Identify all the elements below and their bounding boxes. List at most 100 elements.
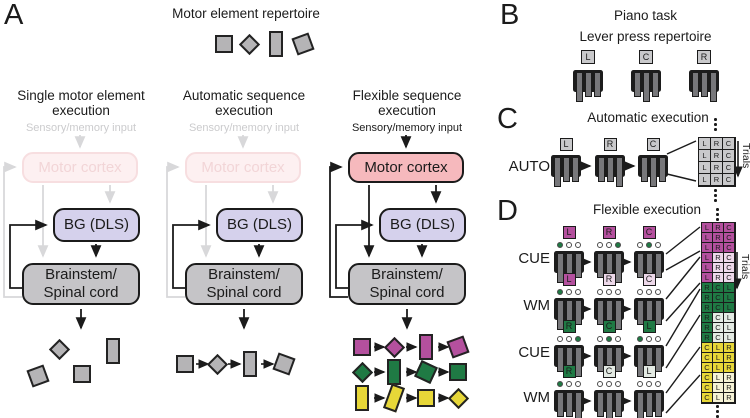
cue-light-off xyxy=(606,242,612,248)
trial-grid-cell: R xyxy=(702,303,713,313)
lever-key-pressed xyxy=(606,392,613,418)
lever-key xyxy=(634,72,641,97)
ellipsis-dot xyxy=(714,128,717,131)
cue-light-on xyxy=(637,336,643,342)
bg-dls-box: BG (DLS) xyxy=(53,208,140,242)
title-line: Automatic sequence xyxy=(182,88,306,103)
trial-grid-cell: R xyxy=(702,293,713,303)
panel-b-label: B xyxy=(500,0,520,31)
motor-cortex-box: Motor cortex xyxy=(185,152,301,183)
trial-grid-cell: C xyxy=(713,333,724,343)
trial-grid-cell: L xyxy=(699,138,711,150)
lever-key xyxy=(652,72,659,97)
lever-key-pressed xyxy=(650,157,657,187)
trial-grid-cell: C xyxy=(724,233,735,243)
sensory-input-label: Sensory/memory input xyxy=(188,122,300,134)
lever-label-box: R xyxy=(602,273,616,286)
cue-light-on xyxy=(615,242,621,248)
trial-grid-cell: L xyxy=(702,223,713,233)
cue-light-off xyxy=(566,336,572,342)
trial-grid-cell: R xyxy=(713,273,724,283)
connector-line xyxy=(666,173,697,182)
lever-key xyxy=(566,392,573,417)
trial-grid-cell: C xyxy=(713,313,724,323)
connector-line xyxy=(665,374,701,414)
motor-element-square xyxy=(449,363,467,381)
connector-line xyxy=(665,314,701,369)
cue-light-off xyxy=(655,289,661,295)
trial-grid-cell: L xyxy=(713,393,724,403)
lever-key-pressed xyxy=(575,347,582,377)
ellipsis-dot xyxy=(716,208,719,211)
wm-row-label: WM xyxy=(523,297,550,314)
cue-light-on xyxy=(557,381,563,387)
trial-grid-cell: C xyxy=(723,162,735,174)
motor-cortex-box: Motor cortex xyxy=(348,152,464,183)
lever-key xyxy=(607,157,614,182)
trial-grid-cell: L xyxy=(713,353,724,363)
motor-cortex-box: Motor cortex xyxy=(22,152,138,183)
title-line: execution xyxy=(215,103,273,118)
lever-press-icon xyxy=(551,155,581,187)
cue-light-off xyxy=(646,289,652,295)
lever-press-icon xyxy=(573,70,603,102)
trial-grid-cell: C xyxy=(724,273,735,283)
trial-grid-cell: C xyxy=(702,373,713,383)
lever-key xyxy=(594,72,601,97)
cue-light-off xyxy=(597,242,603,248)
trial-grid-cell: R xyxy=(713,243,724,253)
trial-grid-cell: L xyxy=(699,174,711,186)
trial-grid-cell: L xyxy=(724,303,735,313)
motor-element-vrect xyxy=(243,351,257,377)
lever-key-pressed xyxy=(710,72,717,102)
trial-grid-cell: C xyxy=(702,353,713,363)
flexible-execution-title: Flexible execution xyxy=(592,202,702,217)
lever-key-pressed xyxy=(643,72,650,102)
lever-key xyxy=(563,157,570,182)
motor-element-vrect xyxy=(355,385,369,411)
connector-line xyxy=(666,140,697,155)
feedback-arrow xyxy=(172,219,211,289)
lever-label-box: C xyxy=(642,226,656,239)
cue-light-on xyxy=(646,242,652,248)
cue-light-off xyxy=(566,381,572,387)
brainstem-line: Spinal cord xyxy=(43,284,119,301)
trial-grid-cell: R xyxy=(711,150,723,162)
ellipsis-dot xyxy=(714,199,717,202)
lever-repertoire-subtitle: Lever press repertoire xyxy=(579,29,712,44)
ellipsis-dot xyxy=(714,194,717,197)
trial-grid-cell: R xyxy=(713,223,724,233)
cue-light-off xyxy=(575,381,581,387)
lever-key xyxy=(575,300,582,325)
trial-grid-cell: C xyxy=(724,263,735,273)
ellipsis-dot xyxy=(716,410,719,413)
motor-element-square xyxy=(215,35,233,53)
brainstem-line: Brainstem/ xyxy=(371,266,443,283)
lever-press-icon xyxy=(594,251,624,283)
lever-press-icon xyxy=(554,251,584,283)
lever-key xyxy=(692,72,699,97)
trial-grid-cell: C xyxy=(713,293,724,303)
title-line: execution xyxy=(378,103,436,118)
trial-grid-cell: C xyxy=(724,253,735,263)
title-line: execution xyxy=(52,103,110,118)
cue-light-off xyxy=(615,381,621,387)
lever-label-box: C xyxy=(602,365,616,378)
brainstem-box: Brainstem/Spinal cord xyxy=(348,263,466,305)
lever-key xyxy=(655,253,662,278)
trial-grid-cell: R xyxy=(711,162,723,174)
motor-element-square xyxy=(353,338,371,356)
lever-press-icon xyxy=(634,390,664,418)
lever-press-icon xyxy=(554,345,584,377)
lever-key-pressed xyxy=(576,72,583,102)
trial-grid-cell: L xyxy=(724,323,735,333)
lever-label-box: C xyxy=(602,320,616,333)
brainstem-box: Brainstem/Spinal cord xyxy=(185,263,303,305)
lever-key-pressed xyxy=(637,347,644,377)
lever-key xyxy=(637,300,644,325)
lever-label-box: R xyxy=(602,226,616,239)
lever-label-box: C xyxy=(639,50,653,64)
cue-light-off xyxy=(575,242,581,248)
lever-key-pressed xyxy=(616,157,623,187)
